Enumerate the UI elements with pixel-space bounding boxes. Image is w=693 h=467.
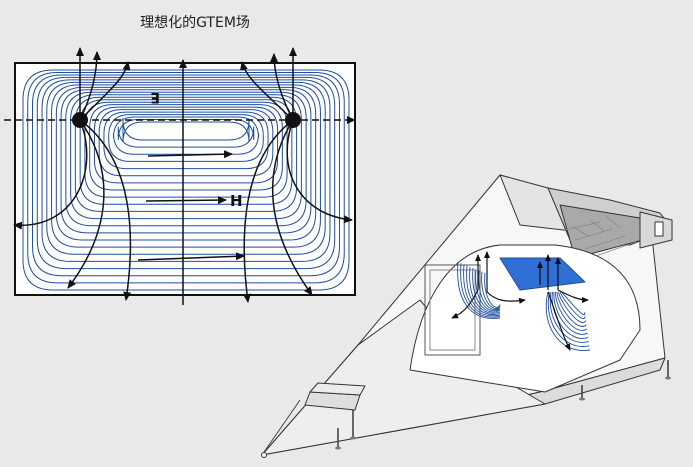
e-field-arrows <box>13 47 353 305</box>
field-contour <box>46 81 326 255</box>
e-field-label: E <box>150 89 160 105</box>
field-diagram: E H <box>4 47 356 305</box>
field-line-contours <box>22 69 350 291</box>
interior-contour <box>558 291 587 323</box>
interior-contour <box>555 291 588 331</box>
field-contour <box>41 79 331 262</box>
field-contour <box>89 104 283 191</box>
field-contour <box>108 114 264 162</box>
interior-field-lines <box>457 261 591 351</box>
interior-contour <box>547 291 590 347</box>
interior-contour <box>469 266 501 314</box>
field-contour <box>36 76 336 270</box>
field-contour <box>60 89 312 234</box>
field-contour <box>27 71 345 284</box>
interior-contour <box>472 267 501 313</box>
conductor-left <box>72 112 88 128</box>
interior-contour <box>478 270 501 310</box>
field-contour <box>32 74 340 277</box>
h-field-arrows <box>137 150 245 261</box>
field-contour <box>51 84 321 248</box>
field-contour <box>93 106 279 184</box>
field-contour <box>22 69 350 291</box>
diagram-frame <box>14 62 356 296</box>
field-contour <box>112 116 260 155</box>
gtem-cell-drawing <box>261 174 673 458</box>
interior-contour <box>549 291 589 343</box>
interior-contour <box>457 261 501 319</box>
field-contour <box>65 91 307 227</box>
interior-contour <box>551 291 589 339</box>
interior-contour <box>466 265 501 315</box>
interior-contour <box>475 269 501 312</box>
field-contour <box>103 111 269 170</box>
conductor-right <box>285 112 301 128</box>
field-contour <box>55 86 317 241</box>
interior-contour <box>559 291 586 319</box>
interior-contour <box>484 272 501 308</box>
interior-contour <box>463 264 501 317</box>
h-field-label: H <box>230 192 243 210</box>
figure-title: 理想化的GTEM场 <box>140 15 250 31</box>
septum-plate <box>499 257 586 291</box>
field-contour <box>122 119 250 143</box>
interior-contour <box>553 291 588 335</box>
interior-contour <box>556 291 587 327</box>
interior-contour <box>545 291 591 351</box>
interior-contour <box>561 291 586 316</box>
field-contour <box>117 119 255 148</box>
